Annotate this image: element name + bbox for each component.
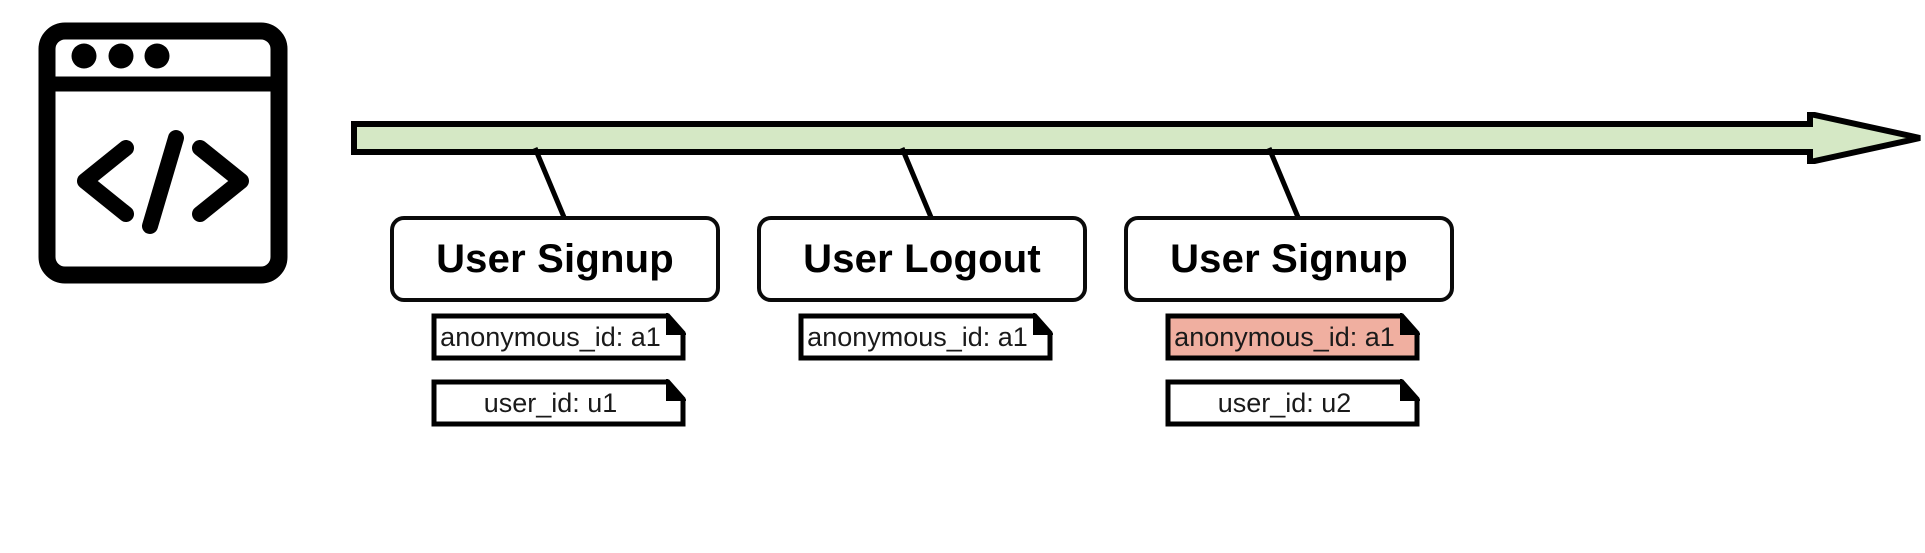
window-frame [38,22,288,284]
note-shape-icon [431,379,686,427]
note-shape-icon [798,313,1053,361]
note-event-1-anonymous-id[interactable]: anonymous_id: a1 [431,313,686,361]
note-shape-icon [1165,313,1420,361]
event-label-3: User Signup [1170,236,1408,281]
angle-bracket-right-icon [192,140,249,222]
slash-icon [142,130,184,234]
note-fold-flap [1033,313,1053,335]
event-box-2[interactable]: User Logout [757,216,1087,302]
event-box-1[interactable]: User Signup [390,216,720,302]
connector-event-1 [532,147,653,225]
event-box-3[interactable]: User Signup [1124,216,1454,302]
timeline-arrow [350,110,1925,166]
note-event-1-user-id[interactable]: user_id: u1 [431,379,686,427]
event-label-2: User Logout [803,236,1041,281]
window-dot-3 [144,43,170,69]
note-folded-corner-shape-highlighted [1165,313,1420,361]
timeline-arrow-shape [351,110,1921,166]
note-fold-flap [1400,379,1420,401]
timeline-arrow-svg [351,110,1921,166]
note-folded-corner-shape [431,313,686,361]
event-label-1: User Signup [436,236,674,281]
window-dot-2 [108,43,134,69]
note-fold-flap [666,313,686,335]
note-fold-flap [1400,313,1420,335]
angle-bracket-left-icon [77,140,134,222]
note-shape-icon [431,313,686,361]
note-event-3-user-id[interactable]: user_id: u2 [1165,379,1420,427]
note-shape-icon [1165,379,1420,427]
note-folded-corner-shape [431,379,686,427]
connector-event-3 [1266,147,1387,225]
note-event-3-anonymous-id[interactable]: anonymous_id: a1 [1165,313,1420,361]
note-fold-flap [666,379,686,401]
note-event-2-anonymous-id[interactable]: anonymous_id: a1 [798,313,1053,361]
connector-event-2 [899,147,1020,225]
note-folded-corner-shape [798,313,1053,361]
code-window-icon-svg [38,22,288,284]
note-folded-corner-shape [1165,379,1420,427]
code-window-icon [38,22,288,284]
window-dot-1 [71,43,97,69]
